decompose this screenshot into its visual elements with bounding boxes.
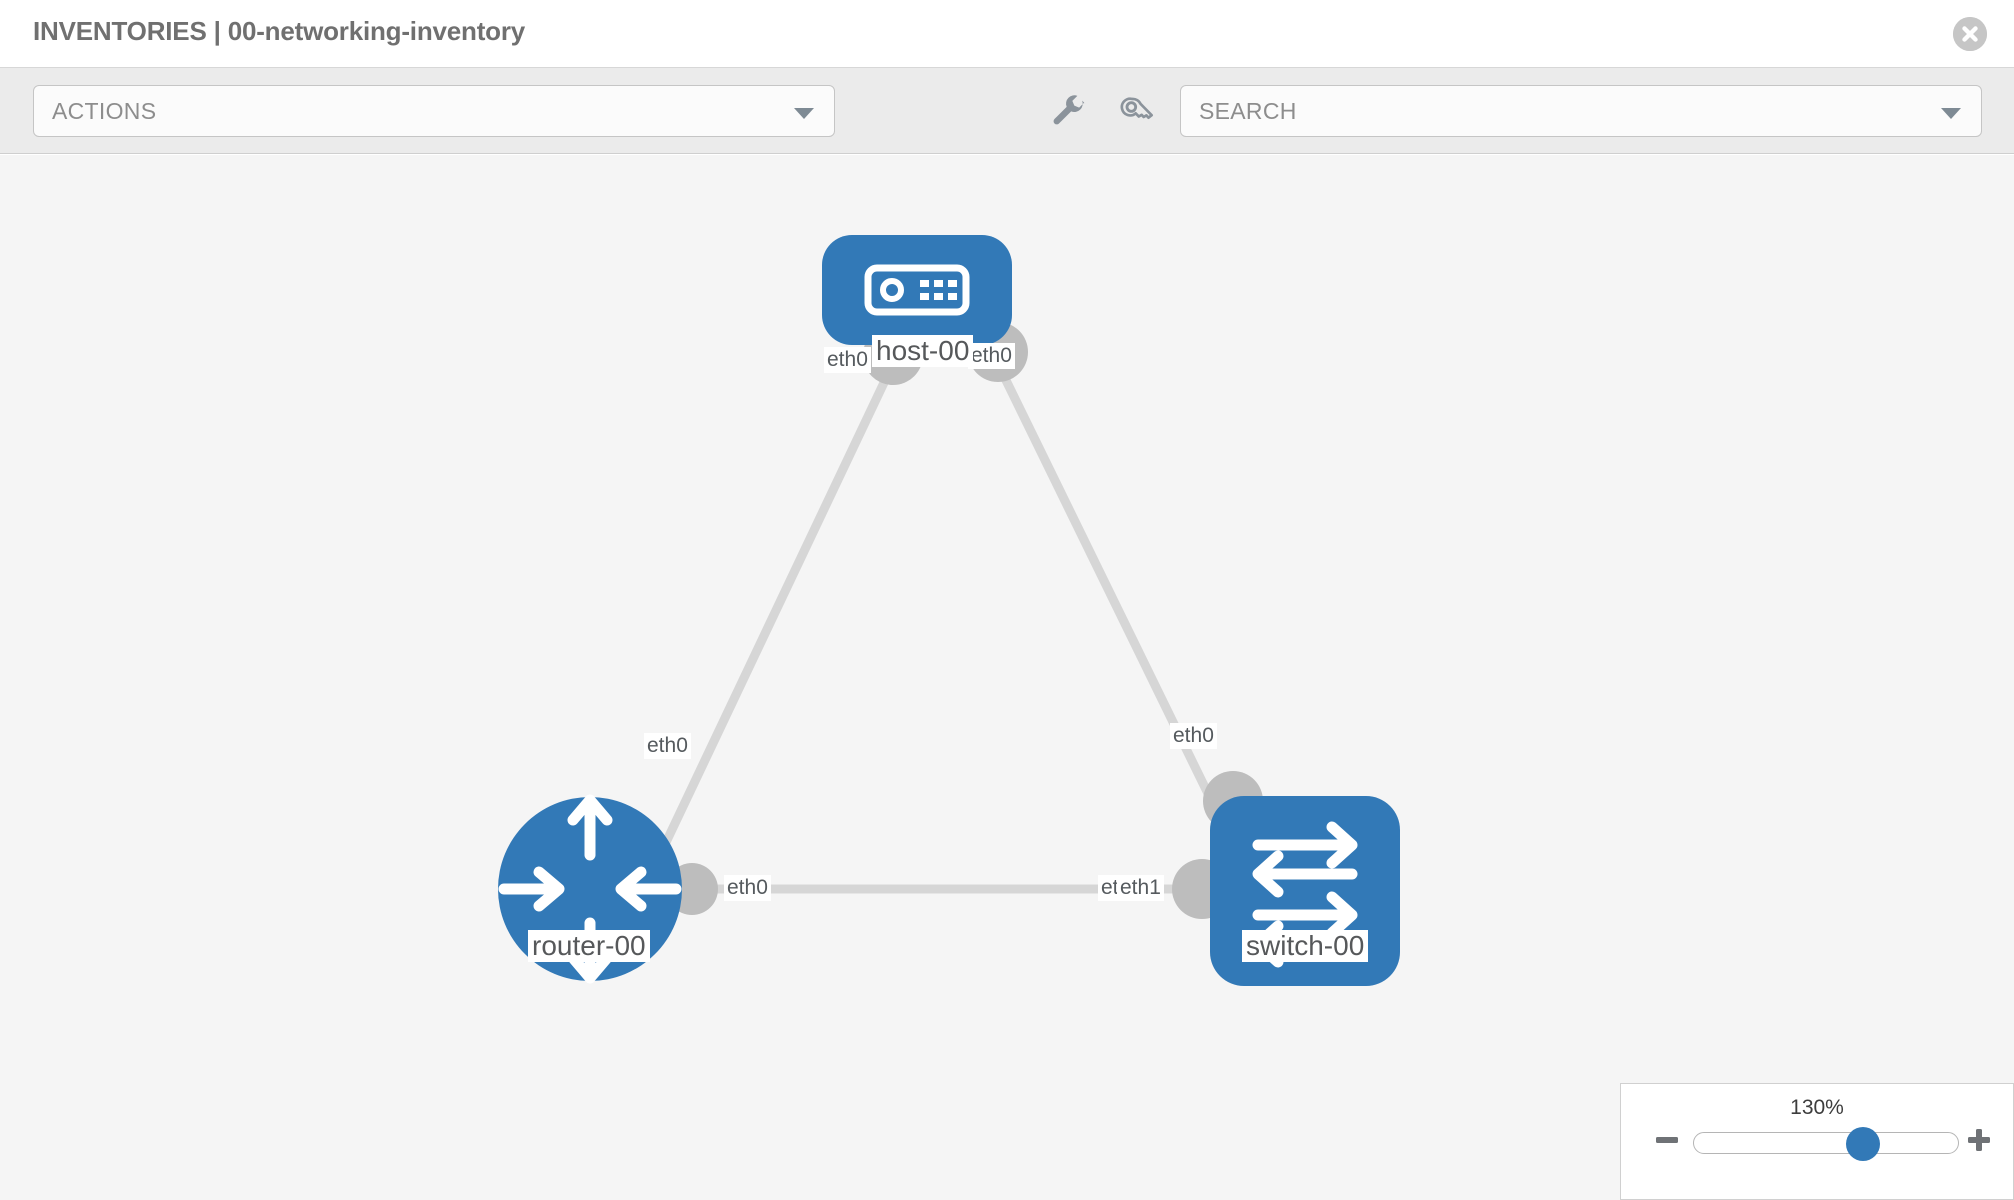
topology-ports: [666, 322, 1263, 919]
chevron-down-icon[interactable]: [1941, 108, 1961, 119]
actions-dropdown[interactable]: ACTIONS: [33, 85, 835, 137]
node-label-host-00: host-00: [872, 335, 974, 367]
edge-label: eth0: [824, 347, 871, 373]
search-input[interactable]: SEARCH: [1180, 85, 1982, 137]
wrench-icon[interactable]: [1048, 92, 1088, 132]
page-title: INVENTORIES | 00-networking-inventory: [33, 16, 526, 46]
edge-label: eth0: [968, 343, 1015, 369]
edge-label: eth0: [644, 733, 691, 759]
zoom-slider-thumb[interactable]: [1845, 1127, 1880, 1161]
edge-label: eth0: [724, 875, 771, 901]
zoom-percent-label: 130%: [1790, 1096, 1844, 1119]
key-icon[interactable]: [1117, 92, 1157, 132]
page-header: INVENTORIES | 00-networking-inventory: [0, 0, 2014, 68]
actions-dropdown-label: ACTIONS: [52, 98, 157, 124]
chevron-down-icon: [794, 108, 814, 119]
topology-links: [655, 366, 1243, 894]
toolbar: ACTIONS SEARCH: [0, 68, 2014, 154]
node-label-switch-00: switch-00: [1242, 930, 1369, 962]
search-placeholder: SEARCH: [1199, 98, 1297, 124]
zoom-out-button[interactable]: [1653, 1126, 1681, 1154]
close-icon[interactable]: [1953, 17, 1987, 51]
zoom-slider[interactable]: [1693, 1127, 1959, 1161]
node-host-00: [822, 235, 1012, 345]
node-label-router-00: router-00: [528, 930, 650, 962]
topology-canvas[interactable]: eth0 eth0 eth0 eth0 eth0 eth eth1 host-0…: [0, 155, 2014, 1200]
topology-graph: [498, 235, 1400, 986]
zoom-in-button[interactable]: [1965, 1126, 1993, 1154]
edge-label: eth1: [1117, 875, 1164, 901]
zoom-control-panel: 130%: [1620, 1083, 2014, 1200]
edge-label: eth0: [1170, 723, 1217, 749]
